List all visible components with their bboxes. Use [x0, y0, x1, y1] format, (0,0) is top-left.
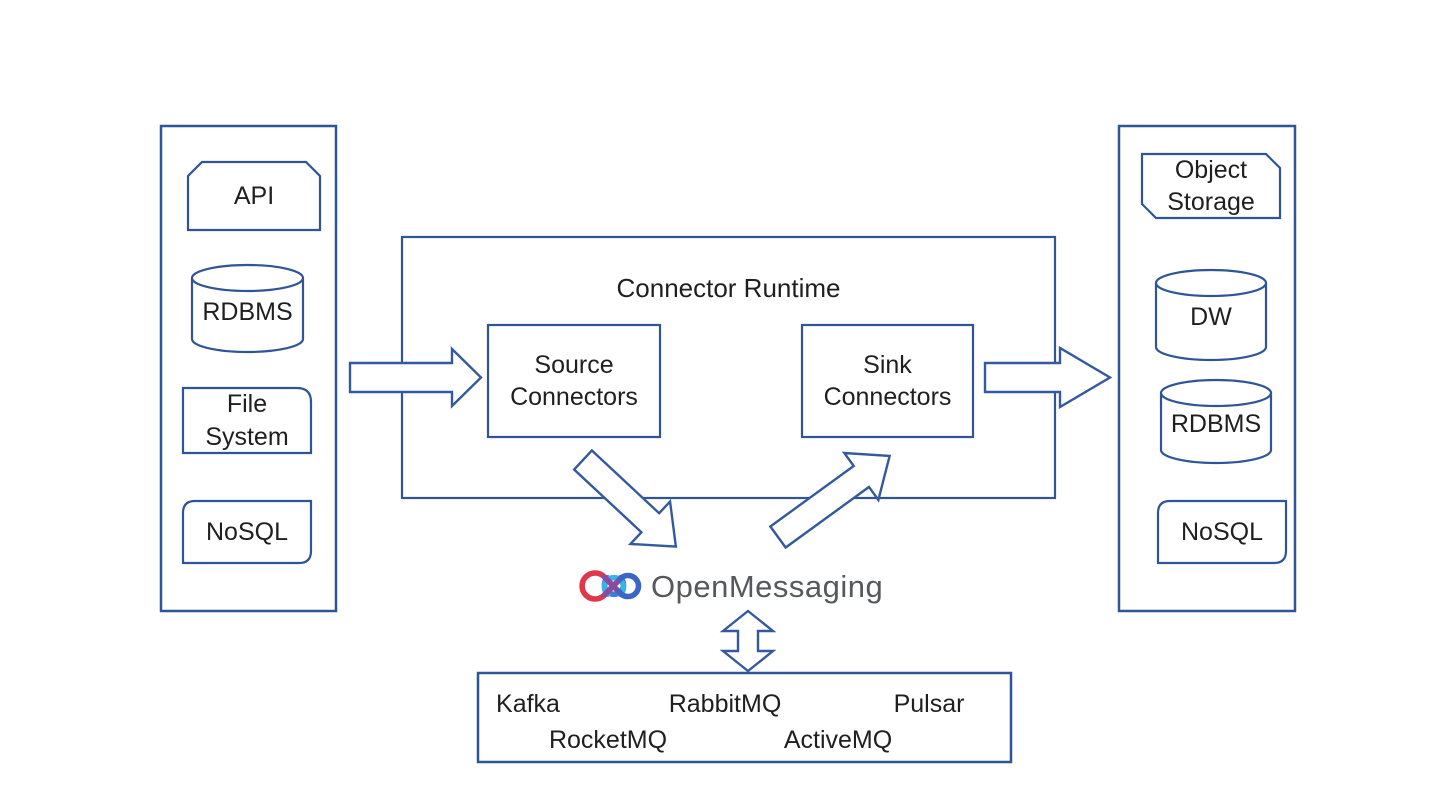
rdbms-left-cylinder [190, 263, 305, 354]
api-shape [186, 160, 322, 232]
mq-activemq-label: ActiveMQ [783, 726, 893, 754]
rdbms-right-cylinder [1159, 378, 1273, 465]
file-system-shape [181, 386, 313, 455]
api-label: API [233, 181, 275, 210]
dw-label: DW [1190, 302, 1232, 331]
sink-connectors-label: Sink Connectors [823, 350, 952, 412]
mq-kafka-label: Kafka [496, 690, 560, 718]
sink-connectors-box [800, 323, 975, 439]
openmessaging-to-sink-arrow [768, 451, 892, 550]
nosql-right-label: NoSQL [1181, 517, 1263, 546]
source-connectors-label: Source Connectors [510, 350, 638, 412]
openmessaging-mq-double-arrow [719, 609, 777, 673]
sinks-column-container [1117, 124, 1297, 613]
nosql-right-shape [1156, 499, 1288, 565]
nosql-left-shape [181, 499, 313, 565]
mq-rocketmq-label: RocketMQ [548, 726, 668, 754]
openmessaging-logo-text: OpenMessaging [651, 569, 884, 604]
sources-column-container [159, 124, 338, 613]
rdbms-left-label: RDBMS [202, 297, 293, 326]
mq-panel-container [476, 671, 1013, 764]
connector-runtime-title: Connector Runtime [616, 272, 841, 303]
sources-to-runtime-arrow [348, 346, 483, 409]
mq-pulsar-label: Pulsar [893, 690, 965, 718]
dw-cylinder [1154, 268, 1268, 362]
source-connectors-box [486, 323, 662, 439]
runtime-to-sinks-arrow [983, 345, 1113, 410]
source-to-openmessaging-arrow [572, 448, 678, 548]
object-storage-label: Object Storage [1167, 155, 1255, 217]
object-storage-shape [1140, 152, 1282, 220]
rdbms-right-label: RDBMS [1170, 409, 1262, 438]
openmessaging-logo-icon [579, 570, 642, 602]
nosql-left-label: NoSQL [206, 517, 288, 546]
mq-rabbitmq-label: RabbitMQ [668, 690, 782, 718]
file-system-label: File System [205, 390, 289, 451]
